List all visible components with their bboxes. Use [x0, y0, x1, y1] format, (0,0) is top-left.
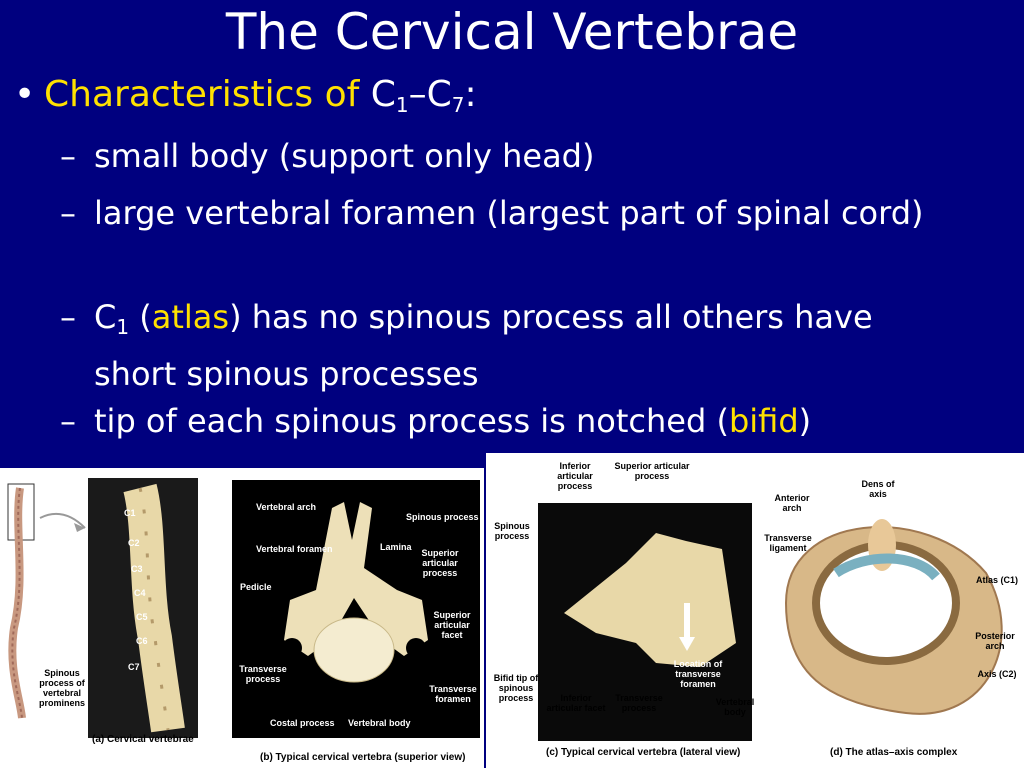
vertebra-superior-view — [232, 480, 480, 738]
bullet-colon: : — [464, 74, 477, 115]
point-text: tip of each spinous process is notched (… — [94, 398, 960, 445]
label-vertebral-body: Vertebral body — [348, 718, 411, 728]
spine-illustration — [7, 478, 198, 738]
label-anterior-arch: Anterior arch — [774, 493, 810, 513]
label-vertebral-foramen: Vertebral foramen — [256, 544, 333, 554]
figure-panel-left: C1 C2 C3 C4 C5 C6 C7 Spinous process of … — [0, 468, 484, 768]
point-text: small body (support only head) — [94, 137, 595, 175]
label-dens-of-axis: Dens of axis — [861, 479, 895, 499]
label-transverse-process: Transverse process — [239, 664, 287, 684]
label-inferior-articular-process: Inferior articular process — [557, 461, 593, 491]
main-bullet: •Characteristics of C1–C7: — [14, 72, 477, 128]
label-vertebral-arch: Vertebral arch — [256, 502, 317, 512]
label-transverse-foramen-location: Location of transverse foramen — [673, 659, 723, 689]
point-post: ) has no spinous process all others have… — [94, 298, 873, 393]
label-transverse-ligament: Transverse ligament — [764, 533, 812, 553]
bullet-dot-icon: • — [14, 74, 36, 115]
label-transverse-foramen: Transverse foramen — [429, 684, 477, 704]
point-pre: ( — [129, 298, 152, 336]
level-label-c5: C5 — [136, 612, 148, 622]
point-c: C — [94, 298, 117, 336]
label-lamina: Lamina — [380, 542, 412, 552]
point-dash: – — [60, 194, 76, 232]
label-transverse-process-lateral: Transverse process — [615, 693, 663, 713]
point-sub: 1 — [116, 315, 130, 339]
caption-b: (b) Typical cervical vertebra (superior … — [260, 752, 466, 763]
point-2: – large vertebral foramen (largest part … — [60, 190, 960, 237]
caption-d: (d) The atlas–axis complex — [830, 747, 958, 758]
label-costal-process: Costal process — [270, 718, 335, 728]
level-label-c4: C4 — [134, 588, 146, 598]
point-dash: – — [60, 402, 76, 440]
label-pedicle: Pedicle — [240, 582, 272, 592]
bullet-c-last: C — [426, 74, 452, 115]
point-3: – C1 (atlas) has no spinous process all … — [60, 294, 960, 398]
bullet-sub-last: 7 — [451, 93, 465, 117]
vertebra-lateral-and-atlas-axis — [538, 503, 1003, 741]
level-label-c1: C1 — [124, 508, 136, 518]
caption-c: (c) Typical cervical vertebra (lateral v… — [546, 747, 741, 758]
level-label-c3: C3 — [131, 564, 143, 574]
point-text: C1 (atlas) has no spinous process all ot… — [94, 294, 960, 398]
point-post: ) — [798, 402, 812, 440]
caption-a: (a) Cervical vertebrae — [92, 734, 194, 745]
label-vertebral-body-lateral: Vertebral body — [715, 697, 755, 717]
point-highlight-bifid: bifid — [728, 402, 799, 440]
label-spinous-process: Spinous process — [406, 512, 479, 522]
level-label-c2: C2 — [128, 538, 140, 548]
point-4: – tip of each spinous process is notched… — [60, 398, 960, 445]
level-label-c7: C7 — [128, 662, 140, 672]
figure-panel-right: Inferior articular process Superior arti… — [486, 453, 1024, 768]
label-inferior-articular-facet: Inferior articular facet — [546, 693, 606, 713]
bullet-dash: – — [408, 74, 427, 115]
label-superior-articular-facet: Superior articular facet — [433, 610, 471, 640]
point-dash: – — [60, 137, 76, 175]
bullet-prefix: Characteristics of — [44, 74, 360, 115]
point-highlight-atlas: atlas — [151, 298, 230, 336]
point-dash: – — [60, 298, 76, 336]
label-axis: Axis (C2) — [977, 669, 1017, 679]
slide-title: The Cervical Vertebrae — [225, 3, 799, 61]
point-1: – small body (support only head) — [60, 133, 960, 180]
bullet-c-first: C — [370, 74, 396, 115]
point-text: large vertebral foramen (largest part of… — [94, 194, 924, 232]
label-spinous-process-lateral: Spinous process — [494, 521, 530, 541]
label-vertebral-prominens: Spinous process of vertebral prominens — [38, 668, 85, 708]
label-bifid-tip: Bifid tip of spinous process — [493, 673, 539, 703]
bullet-sub-first: 1 — [395, 93, 409, 117]
label-posterior-arch: Posterior arch — [975, 631, 1015, 651]
point-pre: tip of each spinous process is notched ( — [94, 402, 729, 440]
label-atlas: Atlas (C1) — [975, 575, 1018, 585]
label-superior-articular-process-lateral: Superior articular process — [614, 461, 690, 481]
label-superior-articular-process: Superior articular process — [421, 548, 459, 578]
level-label-c6: C6 — [136, 636, 148, 646]
